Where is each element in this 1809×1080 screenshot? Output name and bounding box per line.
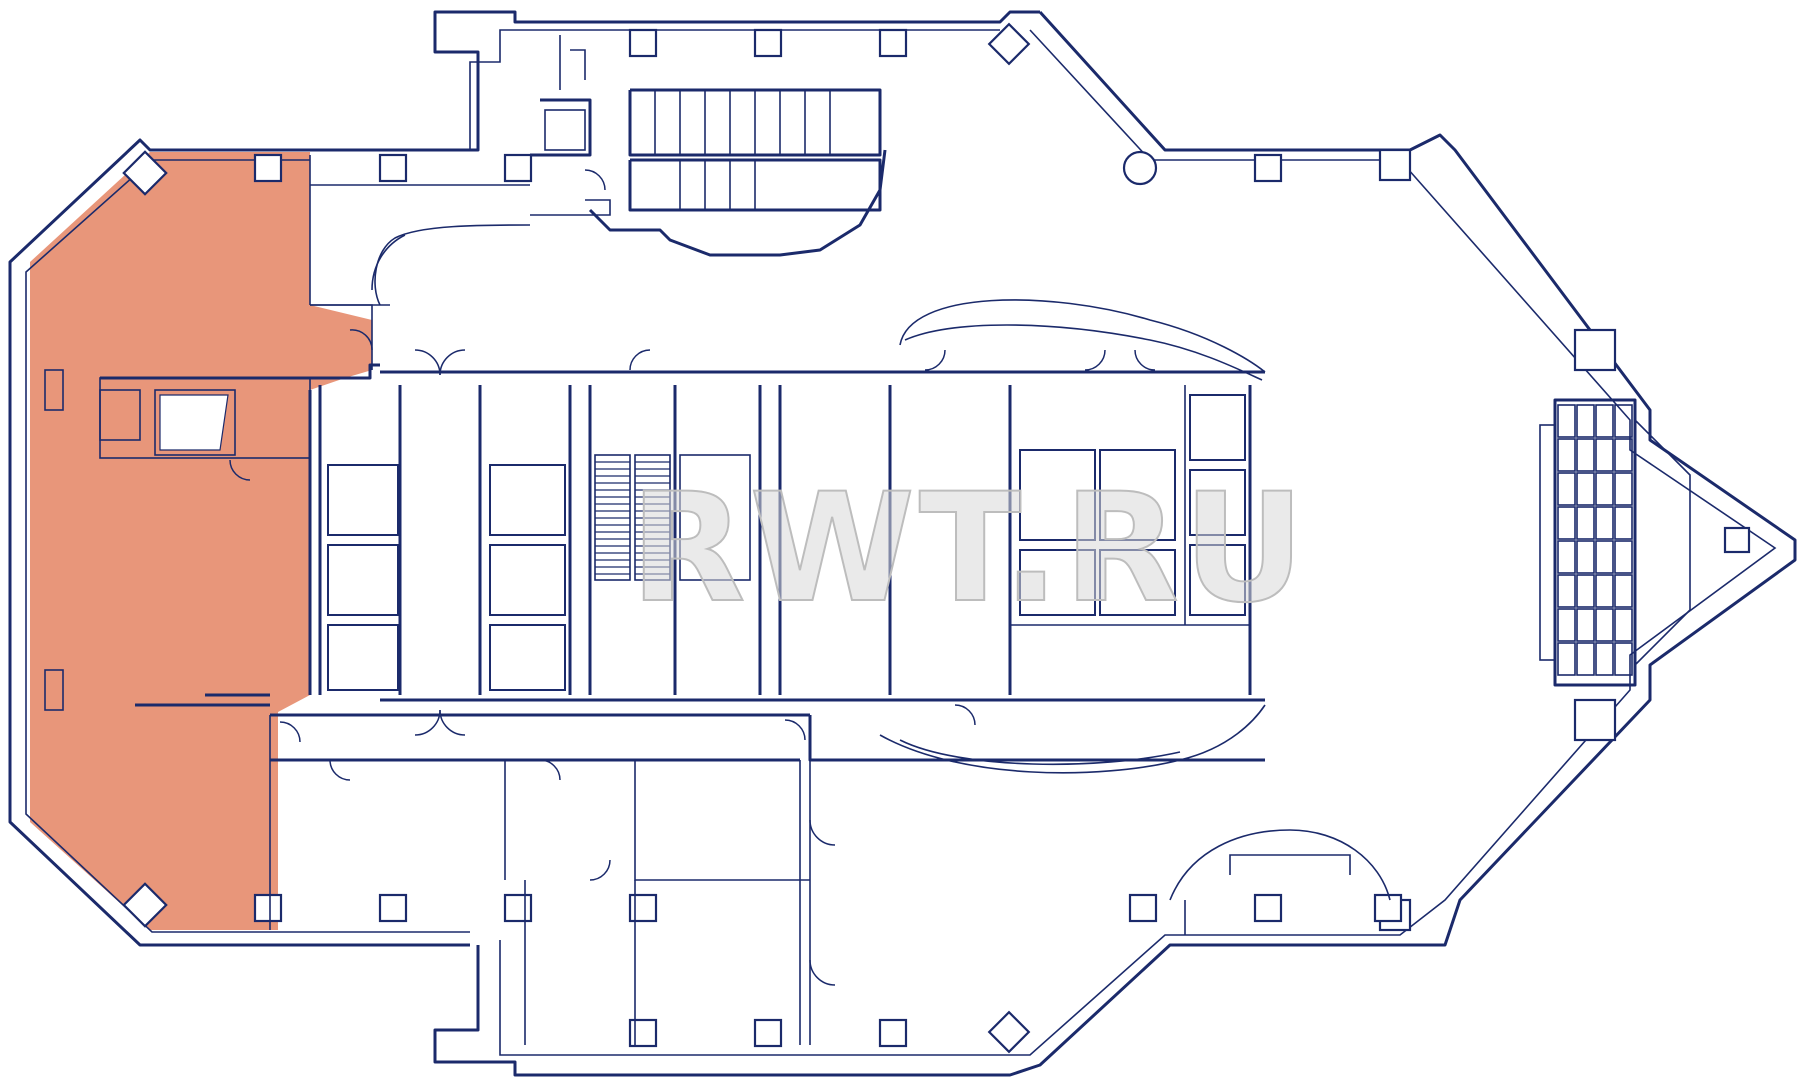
- seat: [1557, 642, 1576, 676]
- seat: [1614, 472, 1633, 506]
- lobby-curves: [371, 224, 1391, 935]
- seat: [1576, 472, 1595, 506]
- building-core: [99, 363, 1265, 707]
- seat: [1614, 438, 1633, 472]
- seat: [1595, 608, 1614, 642]
- seat: [1595, 574, 1614, 608]
- seat: [1614, 642, 1633, 676]
- seat: [1557, 608, 1576, 642]
- seat: [1595, 472, 1614, 506]
- seat: [1614, 574, 1633, 608]
- seat: [1595, 540, 1614, 574]
- building-outline: [8, 10, 1797, 1077]
- seat: [1557, 540, 1576, 574]
- seat: [1576, 404, 1595, 438]
- doors: [229, 169, 1156, 986]
- seat: [1557, 438, 1576, 472]
- seat: [1576, 540, 1595, 574]
- restrooms: [530, 35, 887, 257]
- stairwells: [594, 454, 751, 581]
- seat: [1614, 404, 1633, 438]
- seat: [1557, 506, 1576, 540]
- seat: [1576, 642, 1595, 676]
- reception-seating: [1539, 398, 1691, 687]
- seat: [1595, 438, 1614, 472]
- seat: [1576, 438, 1595, 472]
- seat: [1576, 506, 1595, 540]
- seat: [1614, 540, 1633, 574]
- seat: [1614, 608, 1633, 642]
- elevators: [327, 394, 1246, 691]
- highlighted-office-space[interactable]: [30, 152, 372, 930]
- seat: [1595, 506, 1614, 540]
- seat: [1576, 574, 1595, 608]
- seat: [1557, 574, 1576, 608]
- small-rooms: [44, 369, 236, 711]
- watermark-text: RWT.RU: [630, 462, 1309, 636]
- seat: [1595, 642, 1614, 676]
- corridors: [269, 155, 1265, 1045]
- seat: [1595, 404, 1614, 438]
- seat: [1557, 472, 1576, 506]
- seat: [1576, 608, 1595, 642]
- seat: [1614, 506, 1633, 540]
- seat: [1557, 404, 1576, 438]
